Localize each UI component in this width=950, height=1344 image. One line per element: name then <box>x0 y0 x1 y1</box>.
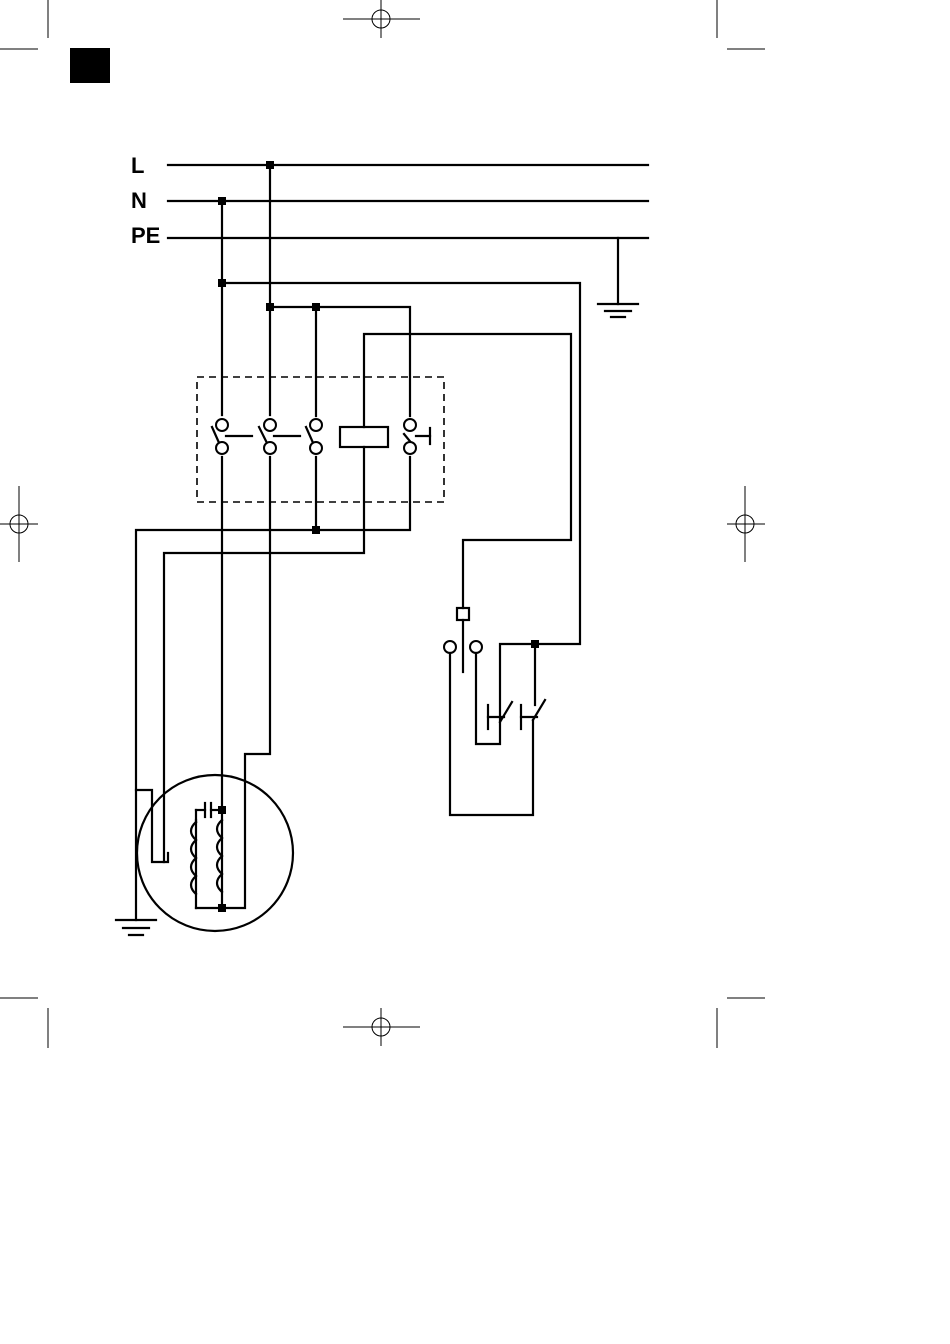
corner-block <box>70 48 110 83</box>
crop-marks <box>0 0 765 1048</box>
contactor-enclosure <box>197 377 444 502</box>
bus-label-pe: PE <box>131 223 160 248</box>
earth-ground-symbol-top <box>598 238 638 317</box>
earth-ground-symbol-bottom <box>116 920 156 935</box>
contactor-coil <box>340 427 388 447</box>
bus-label-n: N <box>131 188 147 213</box>
registration-mark-left <box>0 486 38 562</box>
push-button-group <box>450 644 545 815</box>
registration-mark-right <box>727 486 765 562</box>
bus-label-l: L <box>131 153 144 178</box>
contactor-contacts <box>212 419 430 454</box>
junction-nodes <box>218 161 539 912</box>
registration-mark-bottom <box>343 1008 420 1046</box>
wiring <box>136 165 580 920</box>
registration-mark-top <box>343 0 420 38</box>
supply-busbars <box>168 165 648 238</box>
